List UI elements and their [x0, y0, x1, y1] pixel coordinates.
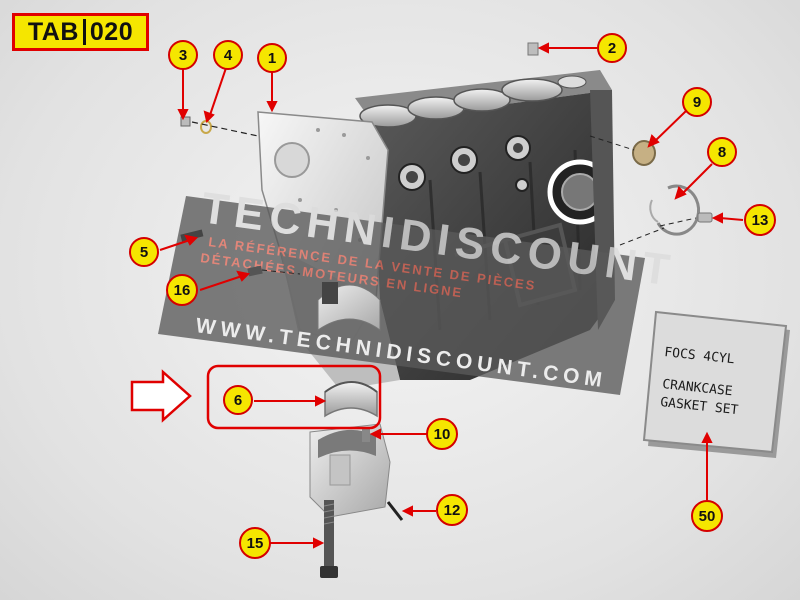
callouts: 1 2 3 4 5 6 8 9 10 12 13 15 16 50 — [129, 33, 776, 559]
svg-text:16: 16 — [174, 282, 191, 299]
gasket-line-1: FOCS 4CYL — [664, 345, 736, 367]
callout-2: 2 — [597, 33, 627, 63]
dowel-top — [527, 42, 539, 56]
stud — [180, 229, 204, 242]
highlight-frame — [206, 364, 382, 430]
main-bearing-bolt — [320, 500, 338, 578]
callout-50: 50 — [691, 500, 723, 532]
callout-15: 15 — [239, 527, 271, 559]
leader-lines — [159, 42, 744, 549]
callout-8: 8 — [707, 137, 737, 167]
cup-plug — [632, 140, 656, 166]
main-bearing-shell — [324, 381, 378, 418]
pin — [697, 212, 713, 223]
tab-label: TAB 020 — [12, 13, 149, 51]
pointer-arrow — [130, 369, 192, 423]
watermark: TECHNIDISCOUNT LA RÉFÉRENCE DE LA VENTE … — [158, 183, 678, 395]
svg-text:9: 9 — [693, 94, 701, 111]
callout-1: 1 — [257, 43, 287, 73]
callout-9: 9 — [682, 87, 712, 117]
svg-text:12: 12 — [444, 502, 461, 519]
seal-ring — [656, 184, 701, 236]
gasket-set-box: FOCS 4CYL CRANKCASE GASKET SET — [642, 310, 790, 458]
gasket-line-2: CRANKCASE — [662, 377, 734, 399]
seal-strip — [386, 501, 404, 521]
upper-bearing-saddle — [317, 282, 381, 331]
dowel-pin — [362, 428, 370, 442]
svg-text:4: 4 — [224, 47, 233, 64]
callout-5: 5 — [129, 237, 159, 267]
cylinder-bores — [359, 75, 587, 128]
callout-10: 10 — [426, 418, 458, 450]
svg-text:10: 10 — [434, 426, 451, 443]
tab-prefix: TAB — [27, 17, 79, 46]
callout-4: 4 — [213, 40, 243, 70]
callout-3: 3 — [168, 40, 198, 70]
svg-text:13: 13 — [752, 212, 769, 229]
svg-text:50: 50 — [699, 508, 716, 525]
svg-text:1: 1 — [268, 50, 276, 67]
main-bearing-cap — [309, 423, 391, 518]
svg-text:15: 15 — [247, 535, 264, 552]
svg-text:2: 2 — [608, 40, 616, 57]
callout-13: 13 — [744, 204, 776, 236]
svg-text:5: 5 — [140, 244, 148, 261]
svg-text:8: 8 — [718, 144, 726, 161]
svg-text:3: 3 — [179, 47, 187, 64]
plug — [247, 265, 263, 277]
callout-6: 6 — [223, 385, 253, 415]
small-bolt — [180, 116, 191, 127]
svg-text:6: 6 — [234, 392, 242, 409]
callout-16: 16 — [166, 274, 198, 306]
washer — [200, 120, 212, 134]
tab-separator — [82, 19, 86, 45]
tab-number: 020 — [89, 17, 134, 46]
callout-12: 12 — [436, 494, 468, 526]
